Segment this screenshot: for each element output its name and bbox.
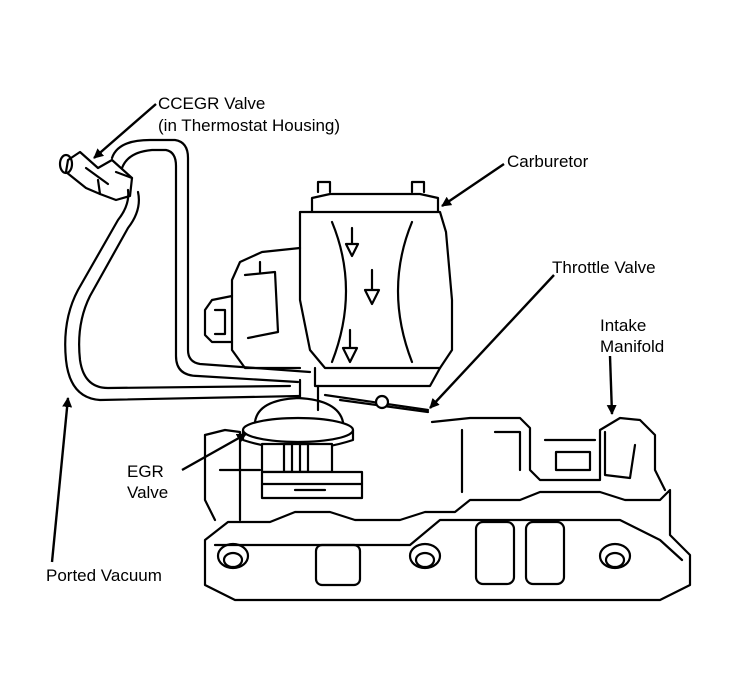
ccegr-valve-label: CCEGR Valve [158, 94, 266, 113]
ported-vacuum-label: Ported Vacuum [46, 566, 162, 585]
carburetor-body [203, 180, 454, 414]
carburetor-leader-arrow [441, 163, 505, 207]
egr-leader-arrow [181, 432, 247, 472]
intake-leader-arrow [606, 355, 617, 415]
ported-vacuum-leader-arrow [50, 397, 73, 563]
carburetor-label: Carburetor [507, 152, 589, 171]
throttle-leader-arrow [429, 274, 555, 409]
ccegr-valve-body [58, 150, 134, 202]
intake-manifold-label-line1: Intake [600, 316, 647, 335]
egr-valve-label-line2: Valve [127, 483, 169, 502]
egr-valve-body [241, 396, 364, 500]
vacuum-hoses [64, 138, 312, 402]
ccegr-valve-location-label: (in Thermostat Housing) [158, 116, 341, 135]
egr-valve-label-line1: EGR [127, 462, 164, 481]
ccegr-leader-arrow [93, 103, 157, 159]
intake-manifold-label-line2: Manifold [600, 337, 665, 356]
throttle-valve-label: Throttle Valve [552, 258, 656, 277]
